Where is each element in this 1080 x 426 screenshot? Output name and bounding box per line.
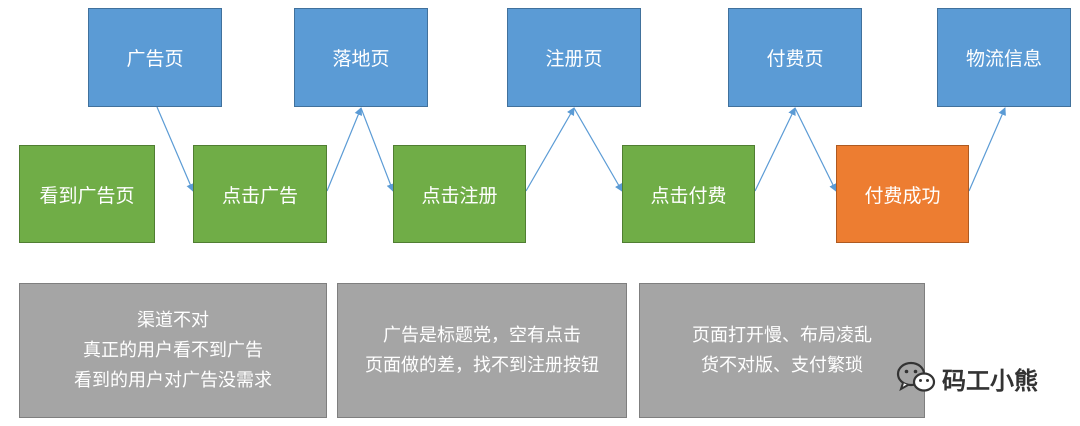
note-line: 渠道不对	[137, 309, 209, 331]
page-label-pay: 付费页	[766, 48, 824, 70]
arrow-click-pay-to-pay-page	[754, 107, 796, 192]
note-box-landing: 广告是标题党，空有点击 页面做的差，找不到注册按钮	[337, 283, 627, 418]
page-box-ad: 广告页	[88, 8, 222, 107]
arrow-ad-page-to-click-ad	[156, 106, 194, 192]
action-box-click-register: 点击注册	[393, 145, 526, 243]
page-label-landing: 落地页	[332, 48, 390, 70]
page-label-ad: 广告页	[126, 48, 184, 70]
note-line: 货不对版、支付繁琐	[701, 354, 863, 376]
action-box-click-ad: 点击广告	[193, 145, 327, 243]
action-label-click-register: 点击注册	[421, 184, 498, 207]
action-label-see-ad: 看到广告页	[39, 184, 135, 207]
action-label-click-ad: 点击广告	[221, 184, 298, 207]
arrow-pay-success-to-logistics	[968, 107, 1006, 192]
page-box-landing: 落地页	[294, 8, 428, 107]
arrow-pay-page-to-pay-success	[794, 107, 837, 192]
action-box-pay-success: 付费成功	[836, 145, 969, 243]
note-box-payment: 页面打开慢、布局凌乱 货不对版、支付繁琐	[639, 283, 925, 418]
note-line: 广告是标题党，空有点击	[383, 324, 581, 346]
page-label-logistics: 物流信息	[965, 48, 1042, 70]
note-line: 页面打开慢、布局凌乱	[692, 324, 872, 346]
action-box-see-ad: 看到广告页	[19, 145, 155, 243]
note-line: 真正的用户看不到广告	[83, 339, 263, 361]
page-box-pay: 付费页	[728, 8, 862, 107]
action-label-pay-success: 付费成功	[864, 184, 941, 207]
arrow-click-register-to-register-page	[525, 107, 575, 192]
arrow-click-ad-to-landing-page	[326, 107, 363, 192]
arrow-landing-page-to-click-register	[360, 107, 395, 192]
page-box-register: 注册页	[507, 8, 641, 107]
note-box-channel: 渠道不对 真正的用户看不到广告 看到的用户对广告没需求	[19, 283, 327, 418]
page-label-register: 注册页	[545, 48, 603, 70]
arrow-register-page-to-click-pay	[573, 107, 623, 192]
wechat-icon	[896, 361, 936, 392]
note-line: 看到的用户对广告没需求	[74, 369, 272, 391]
page-box-logistics: 物流信息	[937, 8, 1071, 107]
watermark: 码工小熊	[896, 358, 1038, 398]
action-label-click-pay: 点击付费	[650, 184, 727, 207]
watermark-text: 码工小熊	[942, 366, 1038, 395]
action-box-click-pay: 点击付费	[622, 145, 755, 243]
note-line: 页面做的差，找不到注册按钮	[365, 354, 599, 376]
